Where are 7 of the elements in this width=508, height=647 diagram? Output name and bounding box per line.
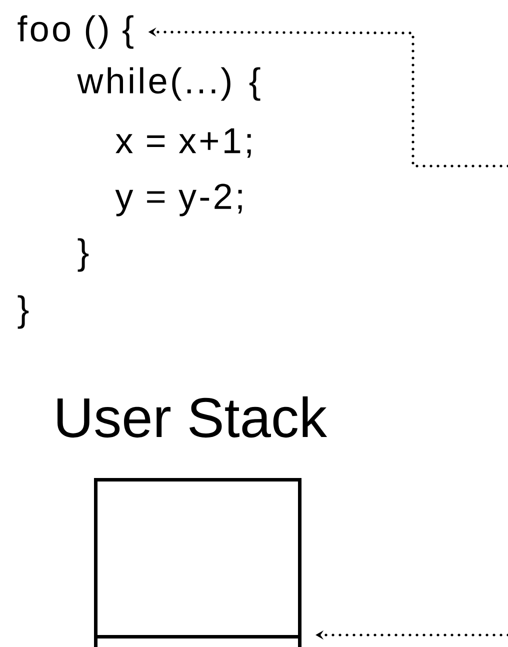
code-line: while(...) { [77,67,260,101]
code-line: foo () { [18,15,134,49]
code-line: x = x+1; [116,128,251,158]
code-line: } [78,238,89,272]
code-line: y = y-2; [115,184,242,216]
code-line: } [18,295,29,329]
heading: User Stack [58,396,328,438]
